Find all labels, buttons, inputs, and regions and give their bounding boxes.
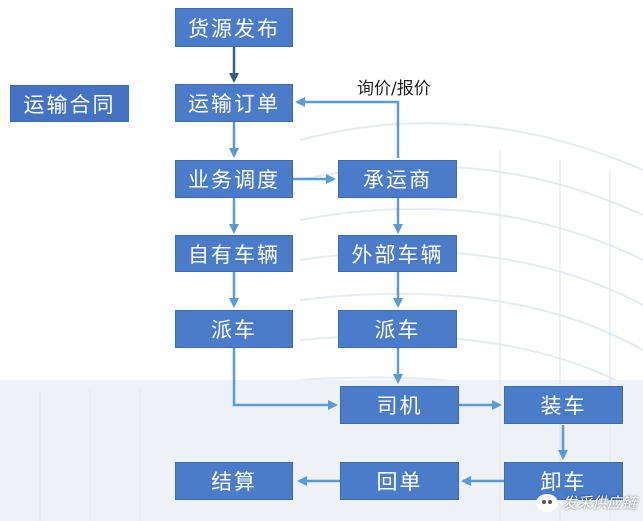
arrow-carrier-to-order [295,97,400,158]
node-driver: 司机 [340,386,459,424]
node-business-dispatch: 业务调度 [175,160,293,198]
node-receipt: 回单 [340,462,459,500]
node-carrier: 承运商 [338,160,457,198]
arrow-dispatchcar-left-to-driver [232,348,338,410]
node-dispatch-car-left: 派车 [175,310,293,348]
node-settlement: 结算 [175,462,293,500]
node-own-vehicle: 自有车辆 [175,235,293,272]
watermark: 发采供应链 [535,492,637,513]
node-transport-order: 运输订单 [175,84,293,122]
node-external-vehicle: 外部车辆 [338,235,457,272]
node-loading: 装车 [504,386,623,424]
node-source-publish: 货源发布 [175,8,293,47]
node-dispatch-car-right: 派车 [338,310,457,348]
edge-label-inquiry-quote: 询价/报价 [357,79,431,99]
node-transport-contract: 运输合同 [10,85,129,122]
wechat-icon [535,493,558,512]
watermark-text: 发采供应链 [561,494,637,512]
node-unloading: 卸车 [504,462,623,500]
